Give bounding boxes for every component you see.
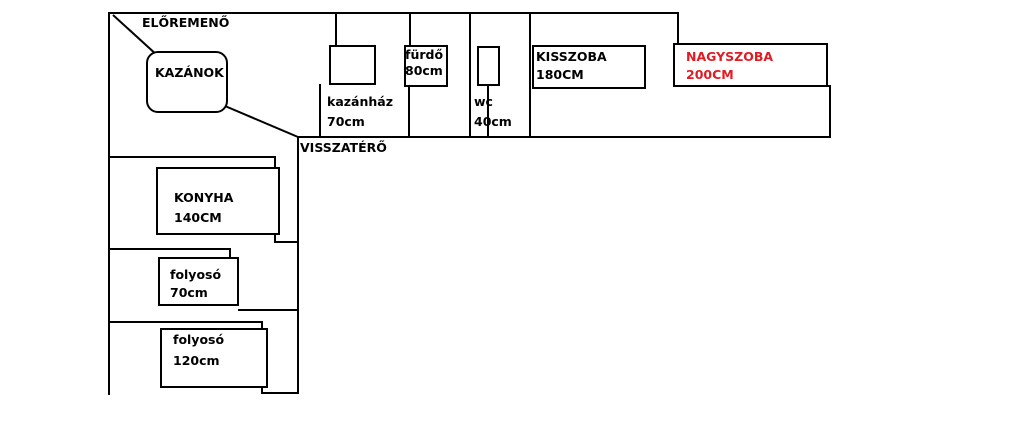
kisszoba-size: 180CM — [536, 67, 584, 82]
wc-size: 40cm — [474, 114, 512, 129]
folyoso1-name: folyosó — [170, 267, 222, 282]
furdo-radiator — [404, 45, 448, 87]
furdo-label: fürdő 80cm — [405, 47, 443, 79]
nagyszoba-name: NAGYSZOBA — [686, 49, 774, 64]
nagyszoba-label: NAGYSZOBA 200CM — [686, 49, 773, 83]
konyha-name: KONYHA — [174, 190, 234, 205]
kazanhaz-radiator — [329, 45, 376, 85]
kisszoba-radiator — [532, 45, 646, 89]
wc-radiator — [477, 46, 500, 86]
kazanhaz-size: 70cm — [327, 114, 365, 129]
konyha-return — [274, 234, 298, 243]
visszatero-label: VISSZATÉRŐ — [300, 140, 387, 155]
folyoso1-feed — [109, 248, 231, 258]
folyoso2-feed — [109, 321, 263, 329]
kazanok-label: KAZÁNOK — [155, 65, 224, 80]
konyha-radiator — [156, 167, 280, 235]
wc-name: wc — [474, 94, 493, 109]
furdo-name: fürdő — [405, 47, 444, 62]
eloremeno-label: ELŐREMENŐ — [142, 15, 230, 30]
folyoso2-label: folyosó 120cm — [173, 332, 224, 369]
kazanhaz-label: kazánház 70cm — [327, 94, 393, 130]
nagyszoba-radiator — [673, 43, 828, 87]
folyoso1-size: 70cm — [170, 285, 208, 300]
folyoso2-size: 120cm — [173, 353, 220, 368]
folyoso1-label: folyosó 70cm — [170, 267, 221, 301]
konyha-size: 140CM — [174, 210, 222, 225]
folyoso1-radiator — [158, 257, 239, 306]
supply-pipe — [108, 12, 679, 395]
folyoso2-name: folyosó — [173, 332, 225, 347]
return-diagonal — [224, 105, 299, 138]
kazanhaz-name: kazánház — [327, 94, 393, 109]
folyoso2-radiator — [160, 328, 268, 388]
furdo-size: 80cm — [405, 63, 443, 78]
nagyszoba-size: 200CM — [686, 67, 734, 82]
konyha-label: KONYHA 140CM — [174, 190, 233, 226]
kisszoba-label: KISSZOBA 180CM — [536, 49, 607, 83]
boiler-box — [146, 51, 228, 113]
konyha-feed — [109, 156, 276, 168]
kisszoba-name: KISSZOBA — [536, 49, 607, 64]
supply-diagonal — [112, 14, 159, 57]
wc-label: wc 40cm — [474, 94, 512, 130]
